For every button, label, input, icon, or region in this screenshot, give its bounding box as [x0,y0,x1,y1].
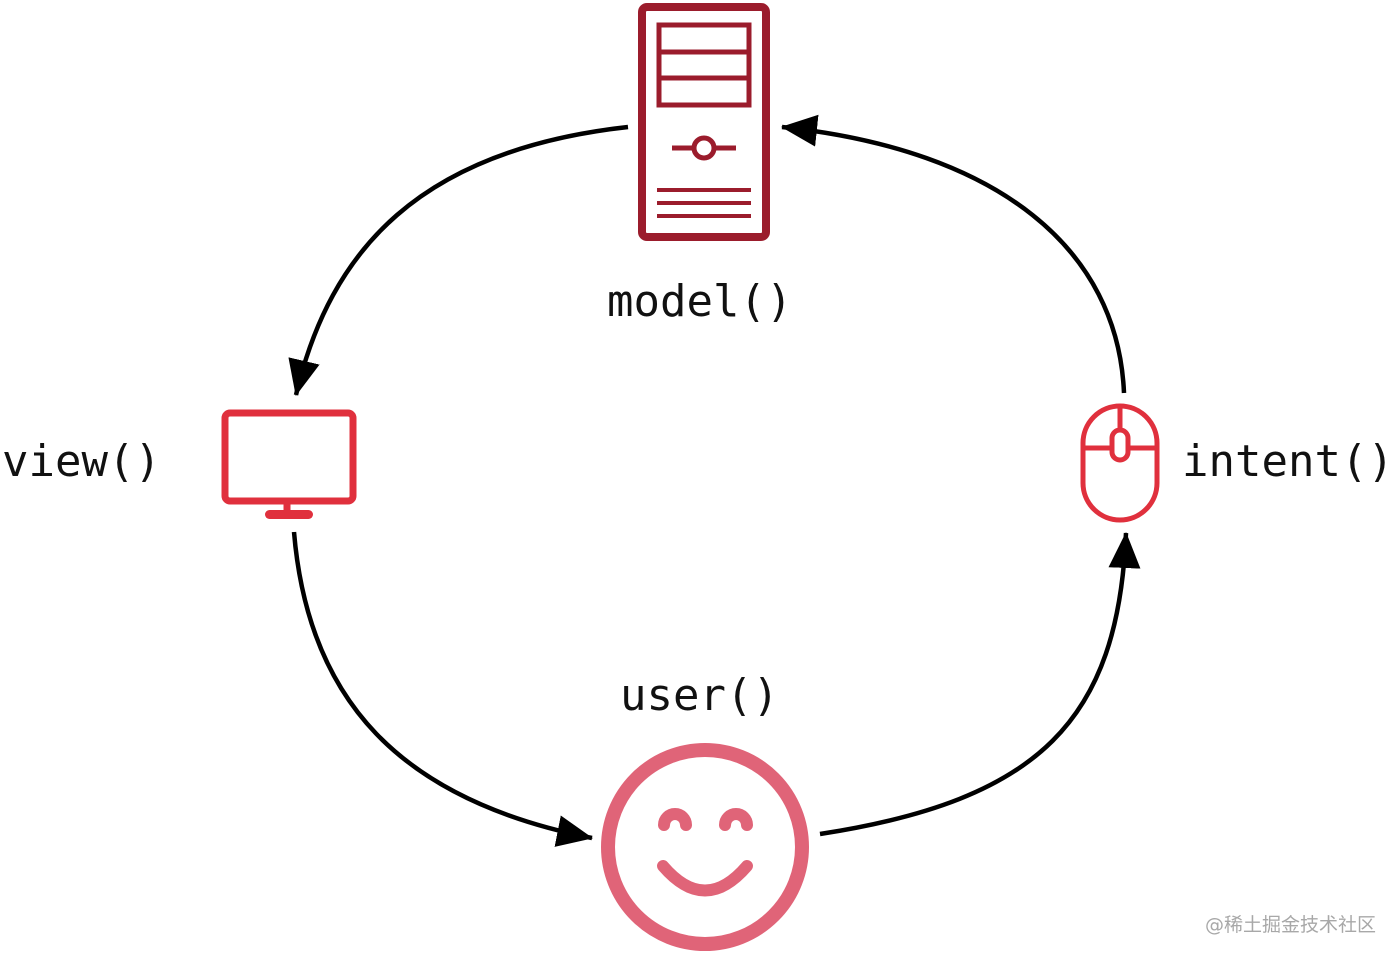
watermark: @稀土掘金技术社区 [1204,914,1376,936]
user-label: user() [620,670,779,721]
arrow-model-to-view [288,124,629,396]
smiley-face-icon [601,743,809,951]
view-label: view() [2,436,161,487]
model-label: model() [607,276,793,327]
arrow-view-to-user [291,531,593,847]
intent-label: intent() [1182,436,1394,487]
server-icon [638,3,770,241]
mouse-icon [1080,403,1160,523]
monitor-icon [221,409,357,519]
arrow-user-to-intent [819,532,1141,837]
arrow-intent-to-model [781,114,1127,394]
